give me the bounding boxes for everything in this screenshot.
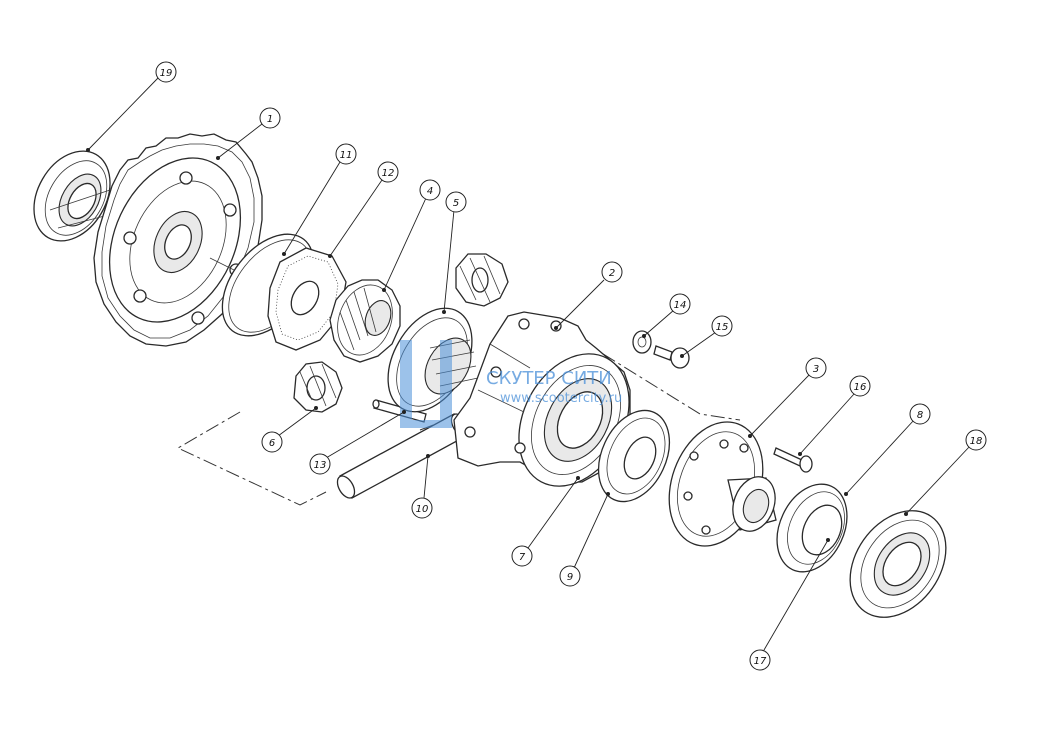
callout-11-label: 11	[340, 150, 353, 161]
part-14-washer	[632, 330, 652, 354]
callout-2: 2	[554, 261, 623, 330]
callout-1: 1	[216, 107, 281, 160]
callout-5: 5	[442, 191, 467, 314]
watermark-logo-icon	[400, 340, 452, 428]
callout-18: 18	[904, 429, 987, 516]
callout-4: 4	[382, 179, 441, 292]
callout-9-label: 9	[567, 572, 573, 583]
watermark-url: www.scootercity.ru	[500, 391, 622, 406]
callout-17: 17	[749, 538, 830, 671]
callout-18-label: 18	[970, 436, 983, 447]
callout-12-label: 12	[382, 168, 395, 179]
callout-9: 9	[559, 492, 610, 587]
callout-11: 11	[282, 143, 357, 256]
callout-10-label: 10	[416, 504, 429, 515]
callout-15-label: 15	[716, 322, 729, 333]
callout-3: 3	[748, 357, 827, 438]
callout-19-label: 19	[160, 68, 173, 79]
callout-13-label: 13	[314, 460, 327, 471]
callout-19: 19	[86, 61, 177, 152]
callout-2-label: 2	[609, 268, 615, 279]
callout-6-label: 6	[269, 438, 275, 449]
callout-14: 14	[642, 293, 691, 338]
part-4-side-gear	[329, 279, 401, 363]
callout-7-label: 7	[519, 552, 526, 563]
part-18-bearing	[849, 510, 947, 618]
callout-16-label: 16	[854, 382, 867, 393]
part-1-ring-gear	[93, 133, 263, 347]
upper-pinion-gear	[455, 253, 509, 307]
watermark-title: СКУТЕР СИТИ	[486, 368, 612, 389]
part-15-bolt	[653, 345, 690, 369]
part-16-screw	[773, 447, 813, 473]
callout-7: 7	[511, 476, 580, 567]
part-2-differential-housing	[453, 311, 631, 487]
callout-8-label: 8	[917, 410, 923, 421]
callout-1-label: 1	[267, 114, 273, 125]
callout-15: 15	[680, 315, 733, 358]
part-3-flange-hub	[668, 421, 777, 547]
callout-4-label: 4	[427, 186, 433, 197]
callout-17-label: 17	[754, 656, 767, 667]
callout-10: 10	[411, 454, 433, 519]
part-8-seal-ring	[776, 483, 848, 573]
callout-16: 16	[798, 375, 871, 456]
part-12-friction-disc	[267, 247, 347, 351]
part-9-gear-ring	[597, 409, 671, 503]
callout-5-label: 5	[453, 198, 459, 209]
callout-3-label: 3	[813, 364, 819, 375]
callout-13: 13	[309, 410, 406, 475]
watermark: СКУТЕР СИТИ www.scootercity.ru	[400, 340, 622, 428]
part-19-bearing	[33, 150, 121, 242]
callout-6: 6	[261, 406, 318, 453]
part-6-pinion-gear	[293, 361, 343, 413]
callout-12: 12	[328, 161, 399, 258]
callout-14-label: 14	[674, 300, 687, 311]
callout-8: 8	[844, 403, 931, 496]
